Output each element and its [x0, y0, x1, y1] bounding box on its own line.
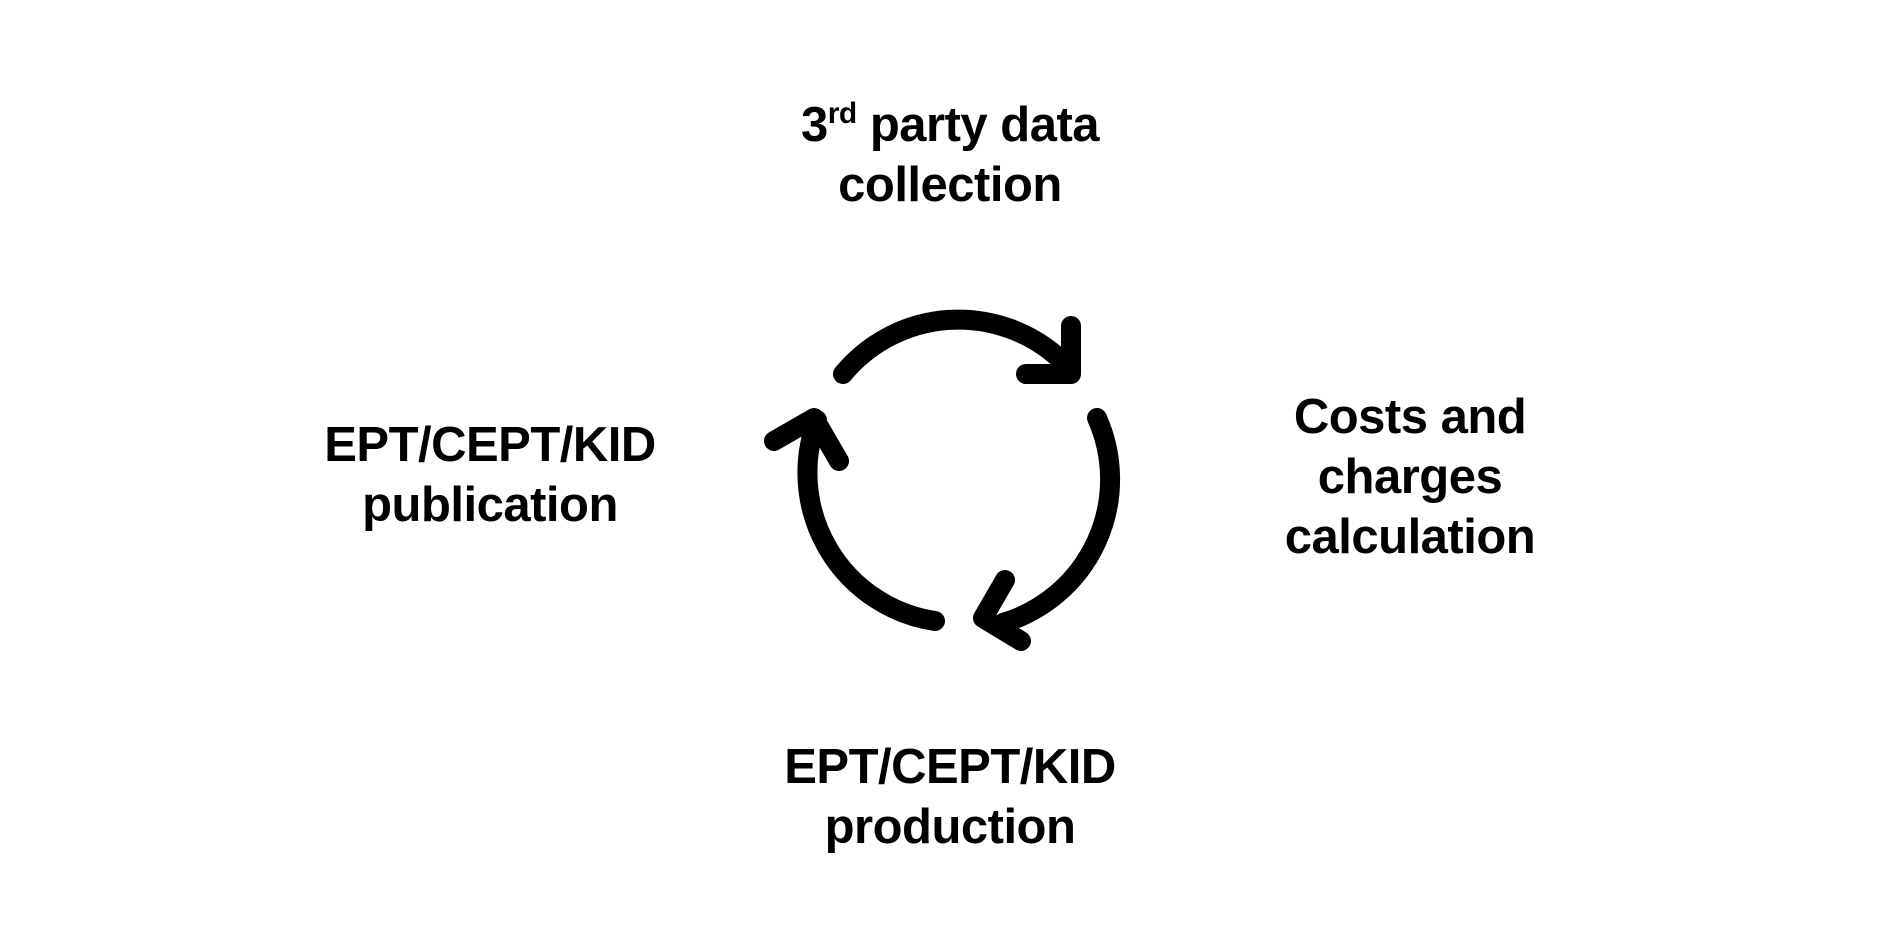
- node-right-line-3: calculation: [1284, 510, 1536, 564]
- cycle-arrowhead-right: [973, 570, 1031, 651]
- cycle-arrow-right: [993, 408, 1121, 633]
- node-right-line-2: charges: [1317, 450, 1503, 504]
- cycle-arrowhead-top: [1016, 316, 1081, 384]
- node-top-rest: party data: [856, 98, 1100, 152]
- node-top-line-1: 3rd party data: [700, 95, 1200, 155]
- node-third-party-data-collection: 3rd party data collection: [700, 95, 1200, 215]
- cycle-arrow-left: [797, 410, 945, 631]
- node-ept-cept-kid-publication: EPT/CEPT/KID publication: [240, 415, 740, 535]
- node-bottom-line-1: EPT/CEPT/KID: [784, 740, 1116, 794]
- node-left-line-2: publication: [362, 478, 618, 532]
- node-left-line-1: EPT/CEPT/KID: [324, 418, 656, 472]
- cycle-arrowhead-left: [764, 408, 849, 471]
- node-ept-cept-kid-production: EPT/CEPT/KID production: [700, 737, 1200, 857]
- node-costs-and-charges-calculation: Costs and charges calculation: [1200, 387, 1620, 567]
- node-top-ordinal-suffix: rd: [827, 97, 858, 130]
- node-bottom-line-2: production: [824, 800, 1076, 854]
- node-right-line-1: Costs and: [1293, 390, 1527, 444]
- node-top-number: 3: [800, 98, 828, 152]
- node-top-line-2: collection: [838, 158, 1062, 212]
- cycle-arrow-top: [833, 309, 1071, 384]
